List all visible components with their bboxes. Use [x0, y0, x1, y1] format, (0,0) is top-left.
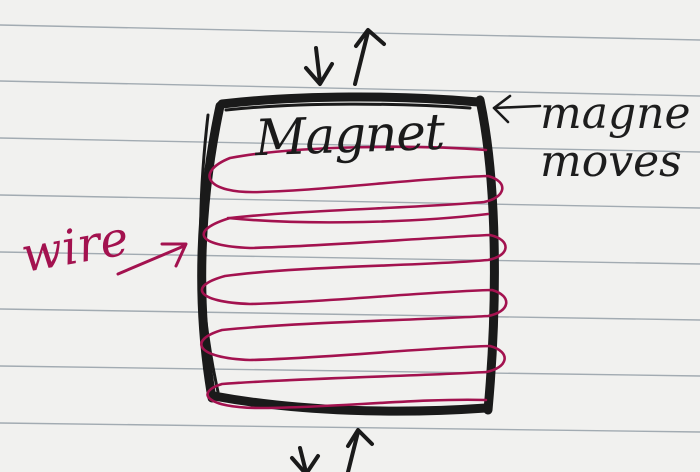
- up-down-arrows-icon: [306, 30, 384, 84]
- up-down-arrows-icon: [292, 430, 372, 472]
- left-arrow-icon: [494, 96, 540, 122]
- note-line-1: magne: [540, 92, 691, 136]
- note-line-2: moves: [540, 140, 682, 184]
- magnet-label: Magnet: [254, 107, 445, 164]
